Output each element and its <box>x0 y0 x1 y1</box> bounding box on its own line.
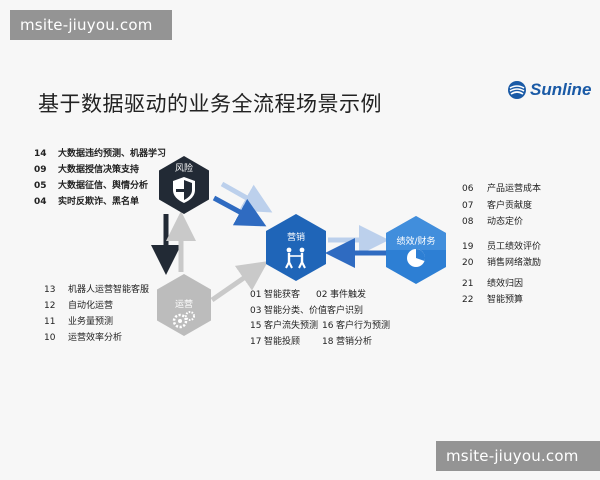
operations-label: 运营 <box>174 300 193 310</box>
sunline-logo-icon <box>508 81 526 99</box>
marketing-hexagon <box>266 214 326 281</box>
performance-label: 绩效/财务 <box>396 237 436 247</box>
arrow-ops-to-marketing <box>210 261 269 303</box>
marketing-label: 营销 <box>286 233 305 243</box>
risk-label: 风险 <box>174 164 193 174</box>
logo-text: Sunline <box>530 80 592 99</box>
watermark-top: msite-jiuyou.com <box>10 10 172 40</box>
shield-icon <box>173 177 195 203</box>
gears-icon <box>172 311 195 329</box>
slide-title: 基于数据驱动的业务全流程场景示例 <box>38 92 382 116</box>
performance-hexagon-shade <box>386 216 446 250</box>
ops-hexagon <box>157 274 211 336</box>
sunline-logo: Sunline <box>507 80 591 100</box>
people-icon <box>285 247 306 269</box>
arrow-risk-to-marketing-blue <box>212 195 267 227</box>
pie-chart-icon <box>407 249 426 267</box>
watermark-bottom: msite-jiuyou.com <box>436 441 600 471</box>
